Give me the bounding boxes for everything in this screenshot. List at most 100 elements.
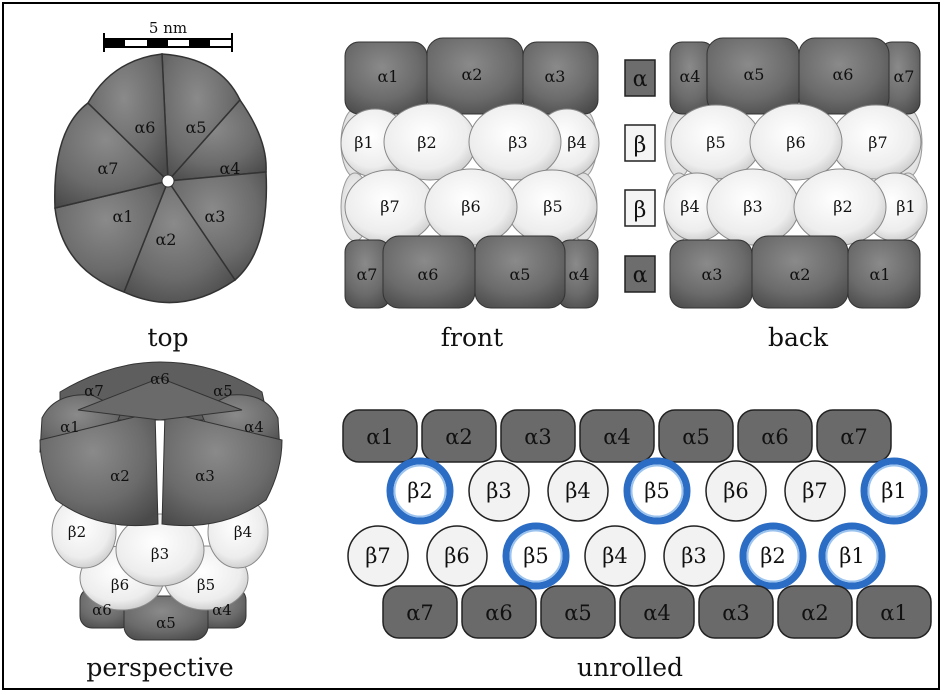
back-beta1-2: β6	[786, 133, 805, 152]
unrolled-beta-row1-active-ring	[623, 457, 691, 525]
unrolled-beta-row1-active-ring	[860, 457, 928, 525]
back-beta2-1: β4	[680, 197, 699, 216]
unrolled-beta-row2-label: β2	[760, 544, 786, 568]
back-top-alpha-4: α7	[894, 67, 915, 86]
unrolled-bottom-alpha-label: α7	[406, 601, 434, 625]
front-beta1-3: β3	[508, 133, 527, 152]
top-alpha-7: α7	[98, 159, 119, 178]
top-alpha-5: α5	[186, 118, 207, 137]
unrolled-bottom-alpha-label: α2	[801, 601, 829, 625]
unrolled-beta-row1-label: β6	[723, 479, 749, 503]
front-alpha-subunit	[474, 235, 566, 309]
key-alpha-label: α	[633, 67, 648, 92]
top-alpha-6: α6	[135, 118, 156, 137]
unrolled-beta-row1-label: β5	[644, 479, 670, 503]
unrolled-bottom-alpha-subunit	[540, 585, 616, 639]
unrolled-beta-row1-label: β4	[565, 479, 591, 503]
unrolled-bottom-alpha-label: α5	[564, 601, 592, 625]
key-beta-box	[624, 189, 656, 227]
persp-alpha-2: α2	[110, 467, 130, 485]
unrolled-beta-row2-active-ring	[818, 522, 886, 590]
persp-beta-4: β4	[234, 523, 252, 541]
caption-unrolled: unrolled	[577, 653, 683, 682]
unrolled-beta-row2-label: β3	[681, 544, 707, 568]
front-beta1-2: β2	[417, 133, 436, 152]
unrolled-beta-row1-subunit	[547, 460, 609, 522]
unrolled-top-alpha-subunit	[658, 409, 734, 463]
unrolled-top-alpha-label: α4	[603, 425, 631, 449]
back-top-alpha-2: α5	[744, 65, 765, 84]
unrolled-bottom-alpha-subunit	[698, 585, 774, 639]
front-top-alpha-3: α3	[545, 67, 566, 86]
persp-alpha-subunit	[39, 411, 159, 527]
persp-beta-3: β3	[151, 545, 169, 563]
back-alpha-subunit	[798, 37, 890, 115]
unrolled-top-alpha-label: α3	[524, 425, 552, 449]
unrolled-bottom-alpha-label: α4	[643, 601, 671, 625]
persp-alpha-6: α6	[150, 370, 170, 388]
persp-beta-5: β5	[197, 576, 215, 594]
unrolled-beta-row1-label: β2	[407, 479, 433, 503]
unrolled-top-alpha-label: α1	[366, 425, 394, 449]
unrolled-bottom-alpha-subunit	[461, 585, 537, 639]
key-beta-label: β	[634, 198, 647, 223]
unrolled-beta-row2-active-ring	[739, 522, 807, 590]
back-beta-subunit	[749, 103, 843, 181]
back-top-alpha-3: α6	[833, 65, 854, 84]
front-bottom-alpha-2: α6	[418, 265, 439, 284]
caption-front: front	[441, 323, 503, 352]
unrolled-beta-row2-subunit	[426, 525, 488, 587]
unrolled-bottom-alpha-subunit	[382, 585, 458, 639]
back-alpha-subunit	[847, 239, 921, 309]
caption-top: top	[147, 323, 188, 352]
unrolled-beta-row1-subunit	[468, 460, 530, 522]
unrolled-top-alpha-subunit	[500, 409, 576, 463]
scale-bar-label: 5 nm	[149, 19, 187, 37]
front-beta2-1: β7	[380, 197, 399, 216]
ring-key: α β β α	[624, 59, 656, 293]
unrolled-beta-row2-subunit	[347, 525, 409, 587]
key-alpha-box	[624, 255, 656, 293]
unrolled-top-alpha-label: α2	[445, 425, 473, 449]
unrolled-top-alpha-subunit	[579, 409, 655, 463]
front-beta1-4: β4	[567, 133, 586, 152]
back-beta1-3: β7	[868, 133, 887, 152]
unrolled-beta-row2-active-ring-inner	[509, 529, 563, 583]
front-beta-subunit	[468, 103, 562, 181]
caption-perspective: perspective	[86, 653, 233, 682]
persp-beta-subunit	[115, 513, 205, 587]
front-top-alpha-2: α2	[462, 65, 483, 84]
unrolled-top-alpha-subunit	[737, 409, 813, 463]
top-view-rosette	[54, 53, 268, 304]
unrolled-top-alpha-subunit	[342, 409, 418, 463]
unrolled-beta-row2-label: β4	[602, 544, 628, 568]
unrolled-top-alpha-label: α5	[682, 425, 710, 449]
key-beta-label: β	[634, 133, 647, 158]
unrolled-top-alpha-subunit	[421, 409, 497, 463]
unrolled-beta-row2-active-ring-inner	[825, 529, 879, 583]
back-beta2-2: β3	[743, 197, 762, 216]
front-beta2-2: β6	[461, 197, 480, 216]
unrolled-beta-row2-subunit	[584, 525, 646, 587]
top-alpha-1: α1	[113, 207, 134, 226]
unrolled-beta-row2-label: β5	[523, 544, 549, 568]
unrolled-beta-row1-subunit	[784, 460, 846, 522]
unrolled-beta-row1-subunit	[705, 460, 767, 522]
unrolled-beta-row1-active-ring-inner	[393, 464, 447, 518]
unrolled-top-alpha-label: α7	[840, 425, 868, 449]
unrolled-top-alpha-label: α6	[761, 425, 789, 449]
top-alpha-3: α3	[205, 207, 226, 226]
front-top-alpha-1: α1	[378, 67, 399, 86]
key-alpha-label: α	[633, 263, 648, 288]
key-alpha-box	[624, 59, 656, 97]
unrolled-beta-row1-active-ring-inner	[867, 464, 921, 518]
persp-alpha-cap	[77, 377, 243, 421]
unrolled-beta-row2-label: β6	[444, 544, 470, 568]
persp-alpha-6-bottom: α6	[92, 601, 112, 619]
persp-alpha-5-bottom: α5	[156, 614, 176, 632]
perspective-view: α7 α6 α5 α1 α4 α2 α3 β2 β3 β4 β6 β5 α6 α…	[39, 361, 283, 682]
back-bottom-alpha-2: α2	[790, 265, 811, 284]
unrolled-beta-row2-subunit	[663, 525, 725, 587]
